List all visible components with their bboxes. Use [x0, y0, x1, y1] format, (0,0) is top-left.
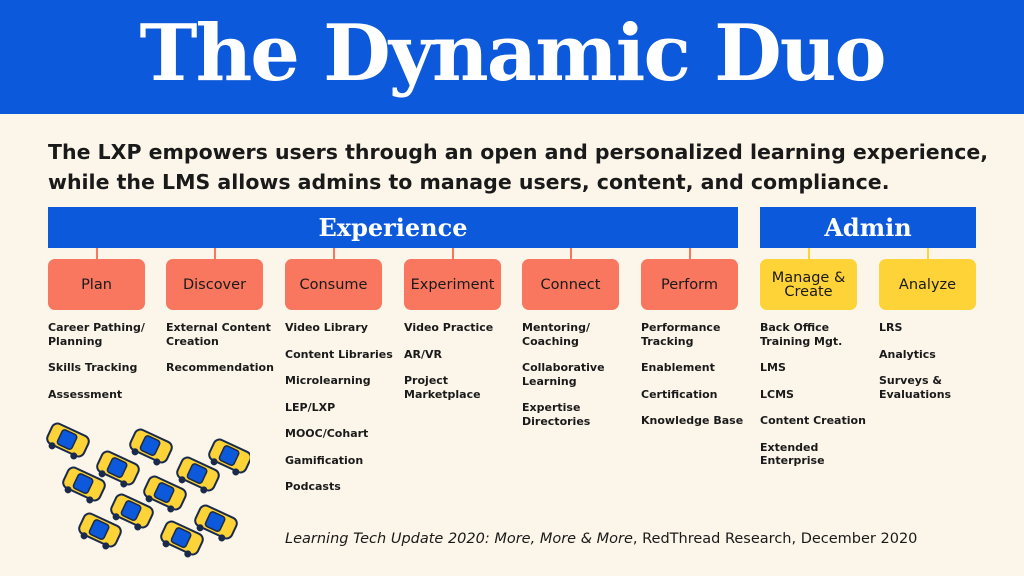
category-box: Consume	[285, 259, 382, 310]
experience-header: Experience	[48, 207, 738, 248]
category-box: Connect	[522, 259, 619, 310]
connector-line	[927, 248, 929, 260]
page-title: The Dynamic Duo	[139, 8, 887, 99]
category-item: Project Marketplace	[404, 374, 481, 401]
category-item: Analytics	[879, 347, 936, 361]
category-item: LMS	[760, 361, 786, 374]
category-item: Performance Tracking	[641, 321, 721, 348]
connector-line	[96, 248, 98, 260]
category-item: Assessment	[48, 387, 123, 401]
category-box: Manage & Create	[760, 259, 857, 310]
category-item: Recommendation	[166, 361, 274, 374]
subtitle: The LXP empowers users through an open a…	[48, 137, 988, 197]
citation: Learning Tech Update 2020: More, More & …	[285, 531, 985, 547]
category-item: AR/VR	[404, 347, 442, 361]
subtitle-line-1: The LXP empowers users through an open a…	[48, 140, 989, 164]
admin-header: Admin	[760, 207, 976, 248]
category-item: Surveys & Evaluations	[879, 374, 952, 401]
category-item: Video Practice	[404, 321, 494, 334]
category-item: Extended Enterprise	[760, 440, 825, 468]
category-box: Discover	[166, 259, 263, 310]
category-item: Video Library	[285, 321, 368, 334]
connector-line	[214, 248, 216, 260]
cars-illustration	[42, 420, 250, 562]
category-item: Career Pathing/ Planning	[48, 321, 145, 348]
category-box: Analyze	[879, 259, 976, 310]
category-box: Experiment	[404, 259, 501, 310]
category-box: Perform	[641, 259, 738, 310]
category-item: Gamification	[285, 453, 364, 467]
connector-line	[808, 248, 810, 260]
category-item: Skills Tracking	[48, 361, 138, 374]
category-box: Plan	[48, 259, 145, 310]
category-item: Back Office Training Mgt.	[760, 321, 843, 348]
citation-source: , RedThread Research, December 2020	[632, 531, 918, 547]
category-item: MOOC/Cohart	[285, 427, 369, 440]
connector-line	[689, 248, 691, 260]
category-item: Enablement	[641, 361, 715, 374]
category-item: Certification	[641, 387, 718, 401]
category-item: Content Libraries	[285, 347, 393, 361]
category-item: LEP/LXP	[285, 400, 336, 414]
connector-line	[570, 248, 572, 260]
category-item: Content Creation	[760, 414, 866, 427]
connector-line	[452, 248, 454, 260]
title-banner: The Dynamic Duo	[0, 0, 1024, 114]
subtitle-line-2: while the LMS allows admins to manage us…	[48, 170, 890, 194]
category-item: Microlearning	[285, 374, 371, 387]
category-item: Podcasts	[285, 480, 341, 493]
car-icon	[42, 420, 92, 464]
category-item: Collaborative Learning	[522, 361, 605, 388]
category-item: External Content Creation	[166, 321, 271, 348]
category-item: Knowledge Base	[641, 414, 744, 427]
connector-line	[333, 248, 335, 260]
category-item: LCMS	[760, 387, 794, 401]
category-item: Mentoring/ Coaching	[522, 321, 590, 348]
citation-title: Learning Tech Update 2020: More, More & …	[285, 531, 633, 547]
category-item-list: Back Office Training Mgt. LMS LCMS Content …	[760, 321, 882, 481]
category-item: LRS	[879, 321, 903, 334]
category-item: Expertise Directories	[522, 401, 591, 428]
